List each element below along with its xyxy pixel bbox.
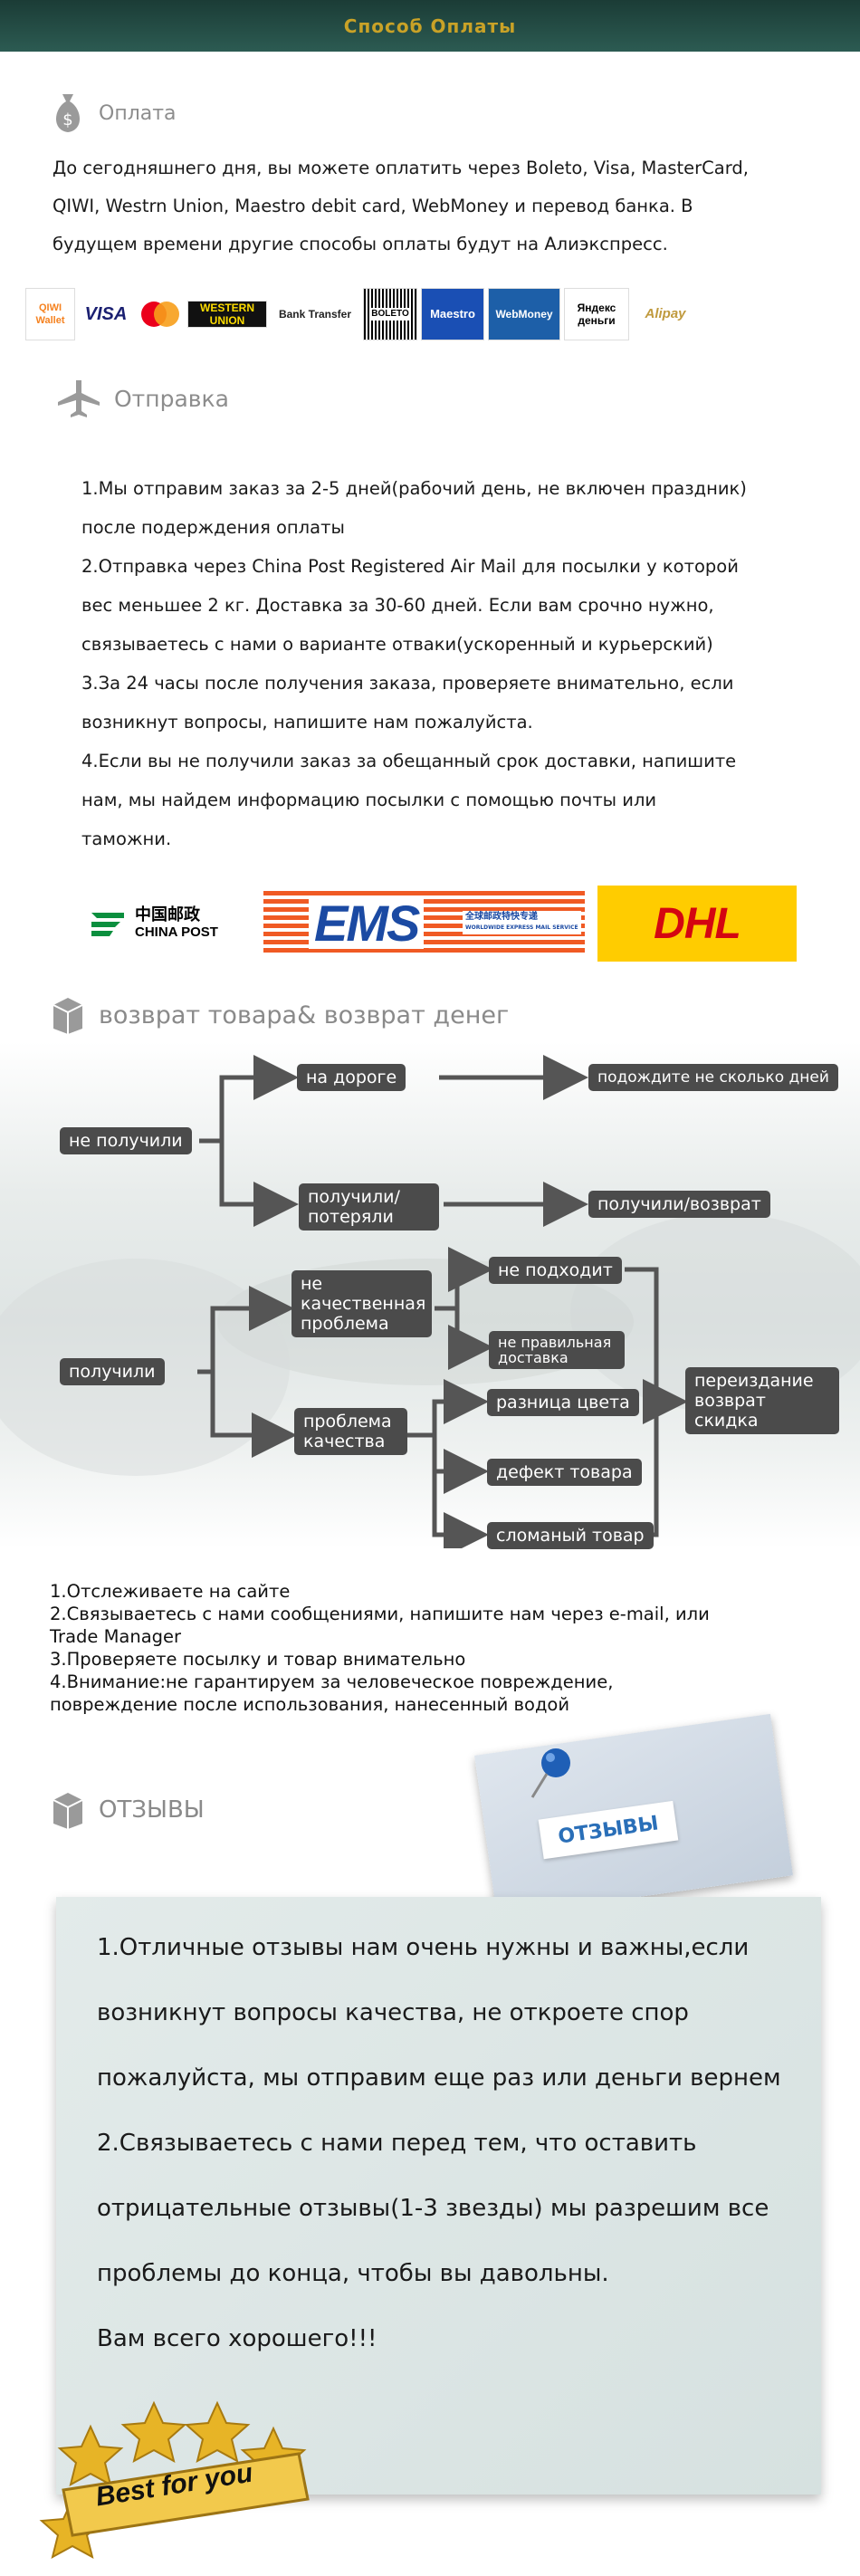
- returns-note: повреждение после использования, нанесен…: [50, 1694, 570, 1715]
- returns-notes: 1.Отслеживаете на сайте 2.Связываетесь с…: [50, 1580, 710, 1716]
- payment-line: будущем времени другие способы оплаты бу…: [53, 234, 668, 254]
- money-bag-icon: $: [56, 94, 80, 132]
- shipping-line: вес меньшее 2 кг. Доставка за 30-60 дней…: [81, 595, 714, 616]
- flow-wrong-delivery: не правильная доставка: [489, 1331, 625, 1369]
- shipping-line: связываетесь с нами о варианте отваки(ус…: [81, 634, 713, 655]
- flow-arrows: [197, 1055, 688, 1548]
- ems-subtitle: 全球邮政特快专递 WORLDWIDE EXPRESS MAIL SERVICE: [463, 911, 581, 934]
- payment-logos: QIWI Wallet VISA WESTERN UNION Bank Tran…: [25, 288, 698, 340]
- flow-broken: сломаный товар: [487, 1522, 654, 1549]
- carrier-logos: 中国邮政 CHINA POST EMS 全球邮政特快专递 WORLDWIDE E…: [88, 886, 797, 962]
- shipping-line: 2.Отправка через China Post Registered A…: [81, 556, 739, 577]
- ems-logo: EMS 全球邮政特快专递 WORLDWIDE EXPRESS MAIL SERV…: [263, 891, 585, 956]
- returns-note: 3.Проверяете посылку и товар внимательно: [50, 1649, 466, 1670]
- reviews-card: 1.Отличные отзывы нам очень нужны и важн…: [56, 1897, 821, 2495]
- review-line: 1.Отличные отзывы нам очень нужны и важн…: [97, 1934, 750, 1961]
- western-union-logo: WESTERN UNION: [187, 301, 267, 328]
- payment-heading: $ Оплата: [50, 91, 177, 136]
- shipping-line: нам, мы найдем информацию посылки с помо…: [81, 790, 657, 810]
- header-bar: Способ Оплаты: [0, 0, 860, 52]
- star-cluster-icon: [39, 2400, 310, 2559]
- flow-defect: дефект товара: [487, 1459, 642, 1486]
- reviews-heading-text: ОТЗЫВЫ: [99, 1796, 205, 1824]
- reviews-photo: ОТЗЫВЫ: [474, 1713, 793, 1918]
- returns-note: 4.Внимание:не гарантируем за человеческо…: [50, 1671, 614, 1692]
- bank-transfer-logo: Bank Transfer: [271, 288, 359, 340]
- pushpin-icon: [530, 1748, 570, 1798]
- returns-note: 1.Отслеживаете на сайте: [50, 1581, 291, 1602]
- review-line: проблемы до конца, чтобы вы давольны.: [97, 2260, 609, 2287]
- dhl-text: DHL: [654, 899, 741, 948]
- flow-bad-problem: не качественная проблема: [291, 1270, 432, 1337]
- returns-note: Trade Manager: [50, 1626, 182, 1647]
- airplane-icon: [58, 380, 100, 417]
- payment-heading-text: Оплата: [99, 101, 177, 125]
- reviews-photo-label: ОТЗЫВЫ: [538, 1800, 679, 1860]
- review-line: отрицательные отзывы(1-3 звезды) мы разр…: [97, 2195, 769, 2222]
- maestro-logo: Maestro: [421, 288, 484, 340]
- review-line: 2.Связываетесь с нами перед тем, что ост…: [97, 2130, 697, 2157]
- flow-wait: подождите не сколько дней: [588, 1064, 838, 1091]
- best-for-you-badge: Best for you: [36, 2390, 326, 2562]
- flow-received-lost: получили/ потеряли: [299, 1183, 439, 1231]
- review-line: Вам всего хорошего!!!: [97, 2325, 377, 2352]
- shipping-heading-text: Отправка: [114, 385, 229, 412]
- shipping-line: 3.За 24 часы после получения заказа, про…: [81, 673, 734, 694]
- alipay-logo: Alipay: [633, 288, 698, 340]
- shipping-line: после подерждения оплаты: [81, 517, 345, 538]
- yandex-money-logo: Яндекс деньги: [564, 288, 629, 340]
- flow-received: получили: [60, 1358, 165, 1385]
- shipping-heading: Отправка: [56, 378, 229, 418]
- payment-line: До сегодняшнего дня, вы можете оплатить …: [53, 158, 749, 178]
- visa-logo: VISA: [79, 288, 133, 340]
- china-post-icon: [91, 913, 124, 936]
- box-icon: [53, 1793, 83, 1829]
- flow-color-diff: разница цвета: [487, 1389, 639, 1416]
- flow-not-received: не получили: [60, 1127, 192, 1154]
- review-line: пожалуйста, мы отправим еще раз или день…: [97, 2064, 781, 2092]
- mastercard-icon: [141, 302, 179, 327]
- dhl-logo: DHL: [597, 886, 797, 962]
- shipping-line: таможни.: [81, 828, 172, 849]
- returns-heading-text: возврат товара& возврат денег: [99, 1001, 510, 1029]
- header-title: Способ Оплаты: [343, 14, 517, 37]
- ems-cn: 全球邮政特快专递: [465, 912, 538, 922]
- flow-on-way: на дороге: [297, 1064, 406, 1091]
- shipping-line: 1.Мы отправим заказ за 2-5 дней(рабочий …: [81, 478, 747, 499]
- review-line: возникнут вопросы качества, не откроете …: [97, 1999, 689, 2026]
- ems-en: WORLDWIDE EXPRESS MAIL SERVICE: [465, 924, 578, 931]
- returns-flow: не получили на дороге подождите не сколь…: [0, 1041, 860, 1549]
- flow-result: переиздание возврат скидка: [685, 1367, 839, 1434]
- ems-text: EMS: [309, 898, 425, 949]
- mastercard-logo: [137, 288, 184, 340]
- china-post-logo: 中国邮政 CHINA POST: [88, 904, 251, 943]
- boleto-logo: BOLETO: [363, 288, 417, 340]
- svg-text:$: $: [62, 110, 72, 129]
- qiwi-logo: QIWI Wallet: [25, 288, 75, 340]
- shipping-line: 4.Если вы не получили заказ за обещанный…: [81, 751, 737, 771]
- webmoney-logo: WebMoney: [488, 288, 560, 340]
- shipping-text: 1.Мы отправим заказ за 2-5 дней(рабочий …: [81, 469, 747, 858]
- reviews-heading: ОТЗЫВЫ: [50, 1791, 205, 1829]
- box-icon: [53, 998, 83, 1034]
- flow-not-fit: не подходит: [489, 1257, 622, 1284]
- payment-line: QIWI, Westrn Union, Maestro debit card, …: [53, 196, 693, 216]
- returns-note: 2.Связываетесь с нами сообщениями, напиш…: [50, 1604, 710, 1624]
- payment-text: До сегодняшнего дня, вы можете оплатить …: [53, 149, 749, 263]
- china-post-en: CHINA POST: [135, 924, 218, 940]
- flow-quality-problem: проблема качества: [294, 1408, 407, 1455]
- boleto-label: BOLETO: [369, 308, 411, 321]
- flow-received-return: получили/возврат: [588, 1191, 770, 1218]
- shipping-line: возникнут вопросы, напишите нам пожалуйс…: [81, 712, 533, 733]
- returns-heading: возврат товара& возврат денег: [50, 996, 509, 1034]
- china-post-cn: 中国邮政: [135, 905, 200, 924]
